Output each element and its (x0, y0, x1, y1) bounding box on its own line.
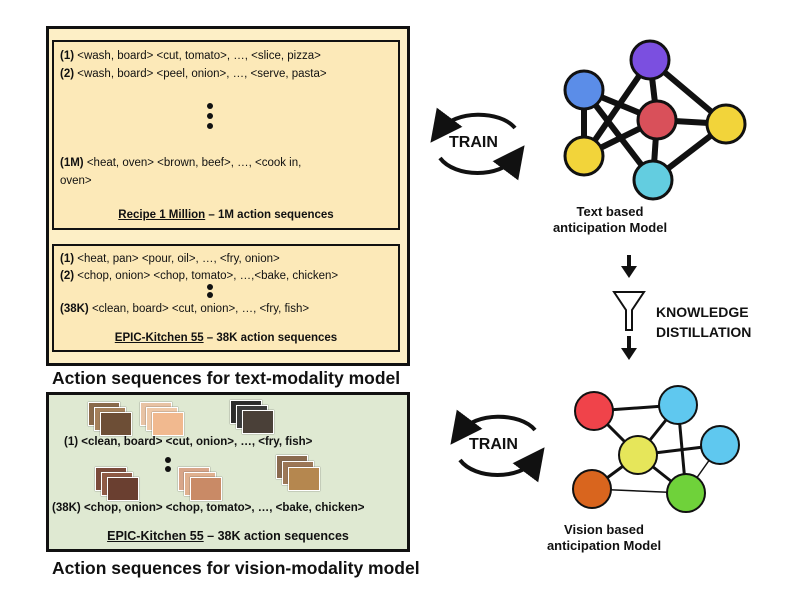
recipe-1m-box (52, 40, 400, 230)
epic-line-38k: (38K) <clean, board> <cut, onion>, …, <f… (60, 303, 310, 315)
vision-line-1: (1) <clean, board> <cut, onion>, …, <fry… (64, 436, 313, 448)
recipe-line-1m-cont: oven> (60, 175, 92, 187)
ellipsis-dot (207, 123, 213, 129)
down-arrow-icon (621, 266, 637, 278)
recipe-line-1: (1) <wash, board> <cut, tomato>, …, <sli… (60, 50, 321, 62)
text-modality-title: Action sequences for text-modality model (52, 368, 401, 388)
vision-modality-title: Action sequences for vision-modality mod… (52, 558, 420, 578)
vision-model-network (572, 385, 740, 513)
ellipsis-dot (165, 466, 171, 472)
recipe-line-1m: (1M) <heat, oven> <brown, beef>, …, <coo… (60, 157, 302, 169)
funnel-icon (612, 291, 646, 331)
vision-line-38k: (38K) <chop, onion> <chop, tomato>, …, <… (52, 502, 365, 514)
ellipsis-dot (165, 457, 171, 463)
epic-line-2: (2) <chop, onion> <chop, tomato>, …,<bak… (60, 270, 339, 282)
down-arrow-icon (621, 348, 637, 360)
train-label-top: TRAIN (449, 134, 498, 151)
train-cycle-icon (430, 107, 525, 181)
epic-text-caption: EPIC-Kitchen 55 – 38K action sequences (114, 332, 338, 344)
text-model-network (563, 39, 747, 201)
recipe-caption: Recipe 1 Million – 1M action sequences (118, 209, 334, 221)
vision-caption: EPIC-Kitchen 55 – 38K action sequences (107, 529, 349, 543)
epic-kitchen-text-box (52, 244, 400, 352)
train-label-bottom: TRAIN (469, 436, 518, 453)
ellipsis-dot (207, 103, 213, 109)
recipe-line-2: (2) <wash, board> <peel, onion>, …, <ser… (60, 68, 327, 80)
train-cycle-icon (450, 409, 545, 483)
ellipsis-dot (207, 284, 213, 290)
ellipsis-dot (207, 113, 213, 119)
distillation-flow (612, 255, 646, 360)
epic-line-1: (1) <heat, pan> <pour, oil>, …, <fry, on… (60, 253, 280, 265)
ellipsis-dot (207, 292, 213, 298)
